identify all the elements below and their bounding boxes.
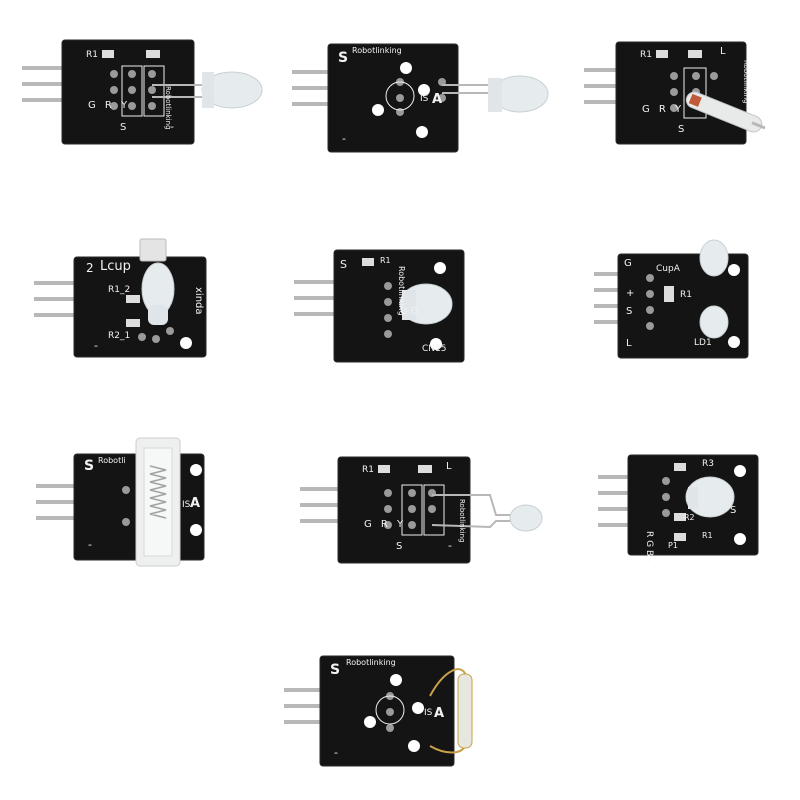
light-cup-icon	[594, 239, 749, 359]
label-s: S	[340, 258, 347, 271]
label-minus: -	[448, 539, 452, 552]
label-s: S	[678, 124, 685, 135]
ir-led-icon	[294, 249, 465, 363]
label-brand: Robotlinking	[742, 60, 750, 104]
label-l: L	[626, 338, 632, 349]
label-pins: R G B -	[644, 531, 654, 563]
bicolor-led-module-2: R1 L G R Y S - Robotlinking	[300, 455, 545, 567]
label-cup: CupA	[656, 264, 680, 274]
label-r1: R1	[380, 256, 391, 265]
label-s: S	[338, 50, 349, 66]
label-brand: Robotlinking	[458, 499, 466, 543]
led-icon	[292, 43, 549, 153]
label-brand: Robotlinking	[164, 86, 172, 130]
label-part: A	[434, 706, 445, 721]
label-s: S	[330, 662, 341, 678]
label-l: L	[446, 461, 452, 472]
bicolor-led-icon	[300, 456, 543, 564]
label-minus: -	[170, 120, 174, 133]
knock-sensor-module: S Robotli - A IS	[36, 436, 216, 570]
label-p1: P1	[668, 541, 678, 550]
photo-interrupter-module: 2 Lcup R1_2 R2_1 xinda -	[34, 235, 214, 360]
label-side: xinda	[193, 287, 204, 315]
label-r1: R1	[86, 50, 98, 60]
label-s: S	[84, 458, 95, 474]
led-module: S Robotlinking A IS -	[292, 40, 552, 155]
ir-led-module: S R1 Robotlinking U G CN15	[294, 248, 474, 366]
label-r2: R2_1	[108, 331, 131, 341]
label-r1: R1	[640, 50, 652, 60]
label-pins: G R Y	[364, 519, 407, 530]
label-brand: Robotlinking	[346, 658, 396, 667]
reed-switch-module: S Robotlinking A IS -	[284, 650, 484, 772]
rgb-led-icon	[598, 454, 759, 556]
label-ld: LD1	[694, 338, 712, 348]
rgb-led-module: R3 R G B - R2 R1 P1 S	[598, 453, 763, 563]
label-sub: IS	[420, 94, 429, 104]
label-pins: G R Y	[88, 100, 131, 111]
label-r1: R1	[680, 290, 692, 300]
reed-switch-icon	[284, 655, 473, 767]
bicolor-led-module: R1 G R Y S - Robotlinking	[22, 39, 272, 150]
tilt-switch-icon	[584, 41, 766, 145]
label-minus: -	[342, 132, 346, 145]
label-s: S	[626, 306, 633, 317]
label-r3: R3	[702, 459, 714, 469]
label-g: G	[624, 258, 632, 269]
label-sub: IS	[182, 500, 191, 510]
label-code: CN15	[422, 344, 447, 354]
label-r2: R2	[684, 513, 695, 522]
label-top: Lcup	[100, 259, 131, 274]
label-part: A	[432, 92, 443, 107]
label-s: S	[120, 122, 127, 133]
label-r1: R1	[702, 531, 713, 540]
label-s: S	[396, 541, 403, 552]
label-r1: R1_2	[108, 285, 131, 295]
label-minus: -	[334, 746, 338, 759]
label-l: L	[720, 46, 726, 57]
label-r1: R1	[362, 465, 374, 475]
label-plus: +	[626, 288, 635, 299]
label-brand: Robotli	[98, 456, 126, 465]
light-cup-module: G + S L CupA R1 LD1	[594, 238, 754, 363]
label-brand: Robotlinking	[352, 46, 402, 55]
label-sub: IS	[424, 708, 433, 718]
photo-interrupter-icon	[34, 238, 207, 358]
label-pins: U G	[400, 306, 419, 317]
bicolor-led-icon	[22, 39, 263, 145]
tilt-switch-module: R1 L G R Y S Robotlinking	[584, 40, 784, 150]
label-s: S	[730, 505, 737, 516]
label-part: A	[190, 496, 201, 511]
knock-sensor-icon	[36, 437, 205, 567]
label-pins: G R Y	[642, 104, 685, 115]
label-num: 2	[86, 261, 94, 275]
label-minus: -	[88, 538, 92, 551]
label-minus: -	[94, 339, 98, 352]
